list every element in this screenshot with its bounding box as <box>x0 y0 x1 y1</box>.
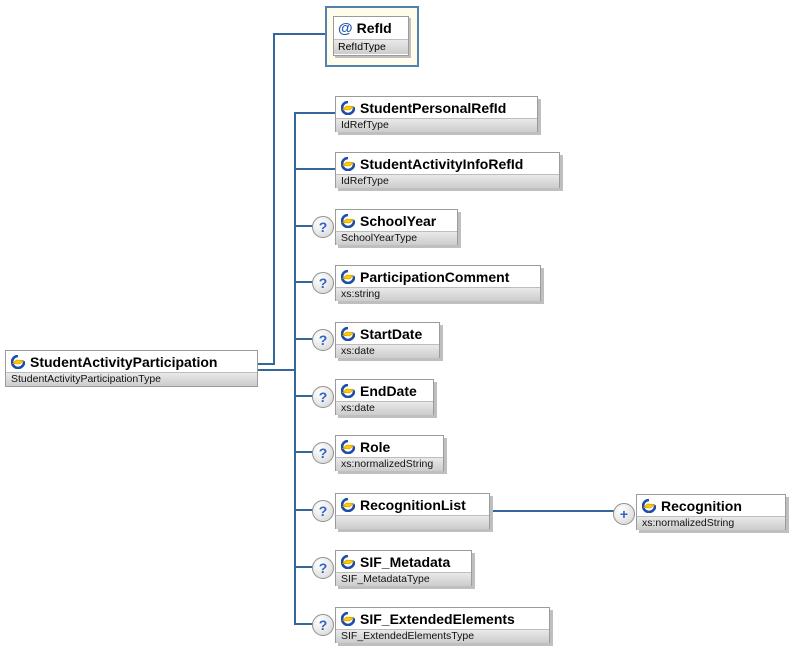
element-name: RecognitionList <box>360 496 466 513</box>
element-icon <box>341 439 355 454</box>
connector-line <box>295 566 320 568</box>
element-title: EndDate <box>336 380 433 401</box>
element-title: ParticipationComment <box>336 266 540 287</box>
attribute-node-refid[interactable]: @ RefId RefIdType <box>333 16 409 56</box>
element-node-schoolyear[interactable]: SchoolYear SchoolYearType <box>335 209 458 245</box>
optional-badge: ? <box>312 614 334 636</box>
element-node-sifextendedelements[interactable]: SIF_ExtendedElements SIF_ExtendedElement… <box>335 607 550 643</box>
element-icon <box>341 269 355 284</box>
connector-line <box>295 451 320 453</box>
element-name: StudentPersonalRefId <box>360 99 507 116</box>
element-node-studentpersonalrefid[interactable]: StudentPersonalRefId IdRefType <box>335 96 538 132</box>
element-node-root[interactable]: StudentActivityParticipation StudentActi… <box>5 350 258 387</box>
element-name: EndDate <box>360 382 417 399</box>
connector-trunk-line <box>294 112 296 625</box>
connector-line <box>295 338 320 340</box>
repeat-badge: + <box>613 503 635 525</box>
element-title: Role <box>336 436 443 457</box>
element-name: SIF_Metadata <box>360 553 451 570</box>
element-icon <box>341 156 355 171</box>
connector-line <box>273 33 275 365</box>
element-title: SIF_Metadata <box>336 551 471 572</box>
connector-line <box>295 281 320 283</box>
element-title: StartDate <box>336 323 439 344</box>
element-name: Role <box>360 438 391 455</box>
element-name: StudentActivityParticipation <box>30 353 218 370</box>
element-title: SchoolYear <box>336 210 457 231</box>
connector-line <box>490 510 615 512</box>
element-type: xs:date <box>336 344 439 358</box>
element-name: Recognition <box>661 497 742 514</box>
connector-line <box>273 33 325 35</box>
element-title: StudentActivityParticipation <box>6 351 257 372</box>
element-type: SIF_ExtendedElementsType <box>336 629 549 643</box>
element-type: StudentActivityParticipationType <box>6 372 257 386</box>
element-node-recognition[interactable]: Recognition xs:normalizedString <box>636 494 786 530</box>
optional-badge: ? <box>312 442 334 464</box>
element-node-role[interactable]: Role xs:normalizedString <box>335 435 444 471</box>
element-type: xs:string <box>336 287 540 301</box>
element-icon <box>341 554 355 569</box>
element-type <box>336 515 489 529</box>
connector-line <box>295 225 320 227</box>
connector-line <box>295 112 335 114</box>
optional-badge: ? <box>312 386 334 408</box>
element-icon <box>341 213 355 228</box>
element-type: SchoolYearType <box>336 231 457 245</box>
element-type: xs:normalizedString <box>336 457 443 471</box>
attribute-title: @ RefId <box>334 17 408 39</box>
element-icon <box>11 354 25 369</box>
element-node-sifmetadata[interactable]: SIF_Metadata SIF_MetadataType <box>335 550 472 586</box>
element-name: StudentActivityInfoRefId <box>360 155 524 172</box>
element-icon <box>341 611 355 626</box>
element-icon <box>341 100 355 115</box>
optional-badge: ? <box>312 272 334 294</box>
element-node-enddate[interactable]: EndDate xs:date <box>335 379 434 415</box>
element-type: SIF_MetadataType <box>336 572 471 586</box>
element-node-startdate[interactable]: StartDate xs:date <box>335 322 440 358</box>
element-name: SchoolYear <box>360 212 437 229</box>
element-title: SIF_ExtendedElements <box>336 608 549 629</box>
element-node-studentactivityinforefid[interactable]: StudentActivityInfoRefId IdRefType <box>335 152 560 188</box>
element-icon <box>341 326 355 341</box>
connector-line <box>258 369 295 371</box>
optional-badge: ? <box>312 329 334 351</box>
element-title: RecognitionList <box>336 494 489 515</box>
element-name: ParticipationComment <box>360 268 510 285</box>
connector-line <box>295 395 320 397</box>
attribute-frame: @ RefId RefIdType <box>325 6 419 67</box>
element-name: StartDate <box>360 325 423 342</box>
optional-badge: ? <box>312 500 334 522</box>
element-icon <box>341 497 355 512</box>
element-icon <box>642 498 656 513</box>
connector-line <box>258 363 274 365</box>
element-name: SIF_ExtendedElements <box>360 610 515 627</box>
element-type: xs:date <box>336 401 433 415</box>
element-node-participationcomment[interactable]: ParticipationComment xs:string <box>335 265 541 301</box>
attribute-name: RefId <box>356 20 392 36</box>
element-icon <box>341 383 355 398</box>
element-node-recognitionlist[interactable]: RecognitionList <box>335 493 490 529</box>
connector-line <box>295 509 320 511</box>
element-title: StudentActivityInfoRefId <box>336 153 559 174</box>
connector-line <box>295 168 335 170</box>
optional-badge: ? <box>312 216 334 238</box>
element-title: StudentPersonalRefId <box>336 97 537 118</box>
attribute-type: RefIdType <box>334 39 408 54</box>
optional-badge: ? <box>312 557 334 579</box>
connector-line <box>295 623 320 625</box>
element-type: IdRefType <box>336 118 537 132</box>
element-title: Recognition <box>637 495 785 516</box>
element-type: IdRefType <box>336 174 559 188</box>
element-type: xs:normalizedString <box>637 516 785 530</box>
attribute-at-icon: @ <box>338 19 353 37</box>
